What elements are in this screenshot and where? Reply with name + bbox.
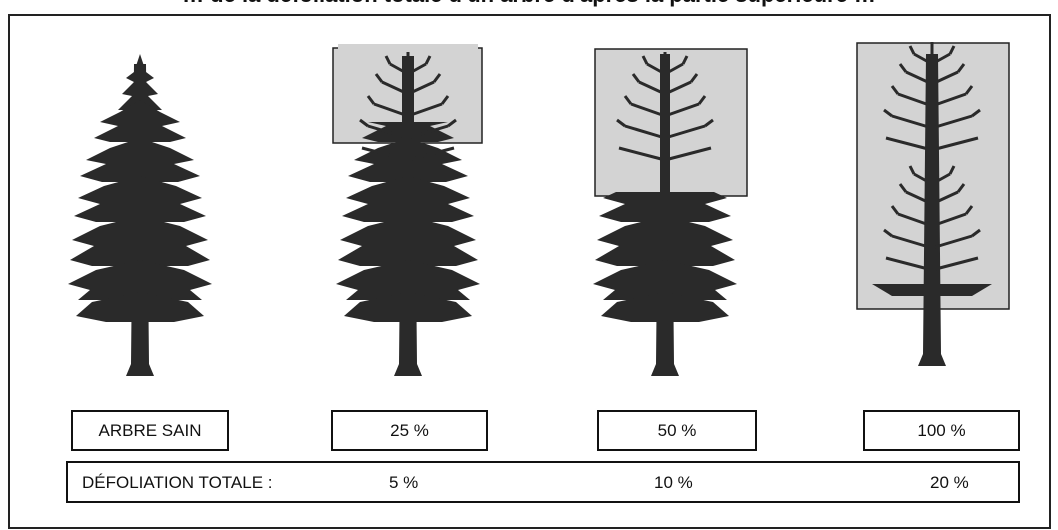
total-defoliation-label: DÉFOLIATION TOTALE :	[82, 473, 273, 492]
label-text: 50 %	[657, 420, 697, 440]
total-defoliation-row: DÉFOLIATION TOTALE : 5 % 10 % 20 %	[66, 461, 1020, 503]
total-value-100: 20 %	[930, 473, 969, 492]
label-text: 100 %	[917, 420, 966, 440]
total-value-25: 5 %	[389, 473, 419, 492]
total-value-50: 10 %	[654, 473, 693, 492]
label-50-percent: 50 %	[597, 410, 757, 451]
figure-title: … de la défoliation totale d'un arbre d'…	[0, 0, 1058, 8]
tree-50-percent	[593, 50, 737, 376]
label-text: ARBRE SAIN	[98, 420, 202, 440]
label-healthy-tree: ARBRE SAIN	[71, 410, 229, 451]
tree-100-percent	[872, 40, 992, 366]
label-100-percent: 100 %	[863, 410, 1020, 451]
label-25-percent: 25 %	[331, 410, 488, 451]
tree-healthy	[68, 54, 212, 376]
label-text: 25 %	[390, 420, 429, 440]
tree-25-percent	[336, 44, 480, 376]
